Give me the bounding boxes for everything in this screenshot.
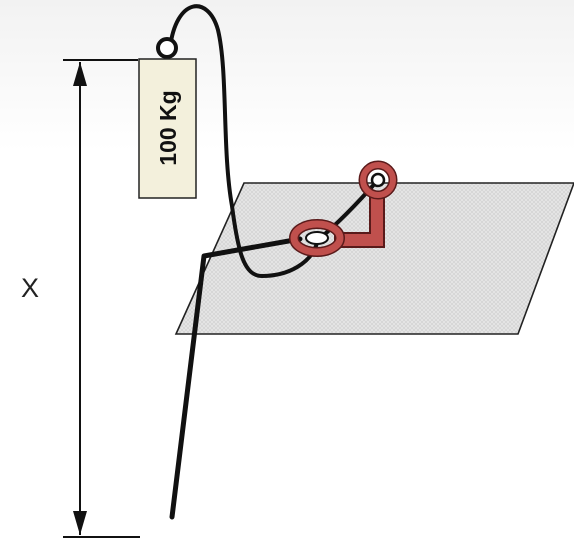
weight-label: 100 Kg: [155, 90, 181, 165]
lanyard-rope: [169, 236, 303, 520]
dimension-arrow-bottom-icon: [73, 511, 87, 535]
lifeline-rope: [168, 4, 320, 279]
snap-hook-icon: [289, 219, 345, 257]
dimension-label: X: [21, 273, 39, 303]
dimension-arrow-top-icon: [73, 62, 87, 86]
weight-hook-ring: [156, 37, 178, 59]
anchor-ring-icon: [358, 160, 398, 200]
weight-block: [138, 58, 197, 199]
weight-icon: 100 Kg: [138, 37, 197, 199]
